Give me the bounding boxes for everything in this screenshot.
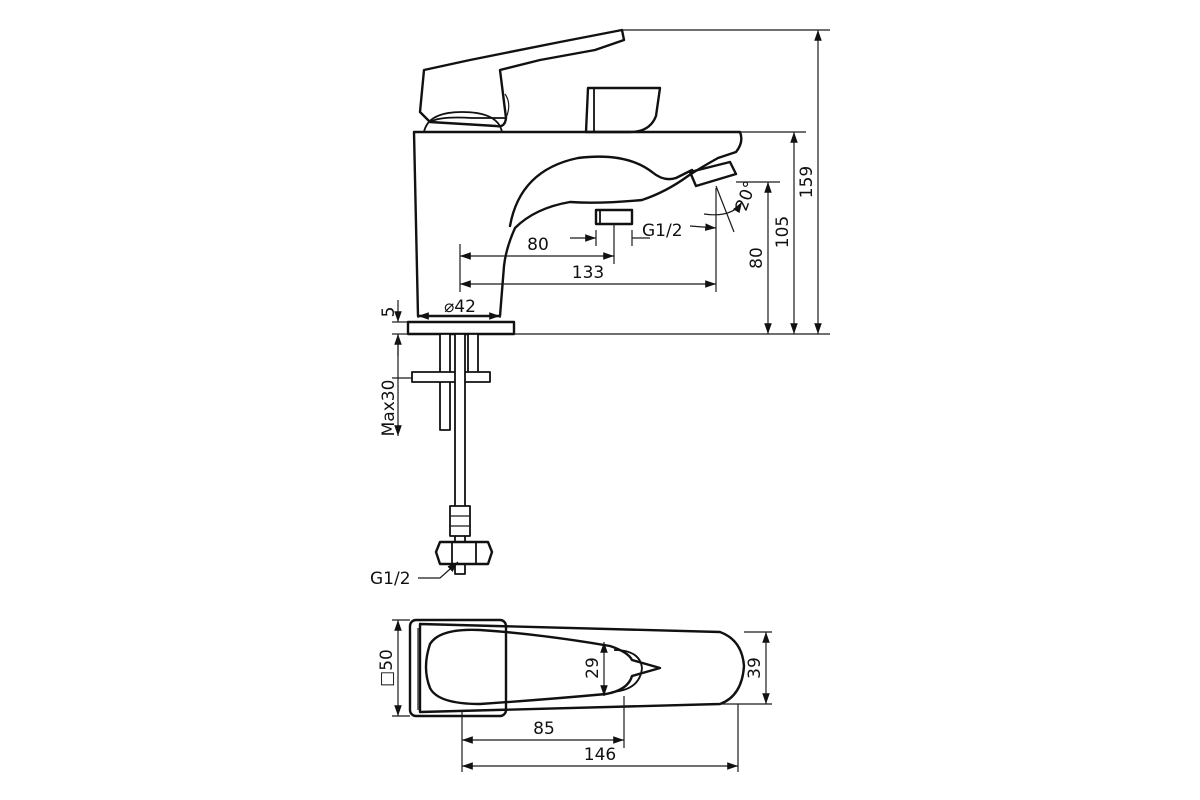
top-handle — [424, 628, 662, 706]
base-square-label: □50 — [377, 649, 397, 687]
spout-thread-label: G1/2 — [642, 221, 683, 241]
dim-total-length: 146 — [584, 745, 616, 765]
side-dimensions: 159 105 80 80 133 G1/2 20° ⌀42 — [370, 29, 830, 589]
base-thickness-label: 5 — [379, 307, 399, 318]
spout-tip — [688, 160, 738, 188]
aerator — [594, 208, 634, 226]
body-width-label: 39 — [745, 657, 765, 679]
lever-handle — [418, 28, 626, 128]
dim-handle-reach: 85 — [533, 719, 555, 739]
base-square-outline — [408, 618, 508, 718]
side-view — [406, 28, 743, 575]
inlet-thread-label: G1/2 — [370, 569, 411, 589]
dim-spout-reach: 133 — [572, 263, 604, 283]
cartridge-knob — [584, 86, 662, 134]
lever-base — [423, 111, 503, 133]
base-plate — [406, 320, 516, 336]
dim-spout-center: 80 — [527, 235, 549, 255]
handle-width-label: 29 — [583, 657, 603, 679]
lever-cap — [429, 116, 506, 123]
mounting-assembly — [411, 333, 494, 575]
top-dimensions: □50 29 39 85 146 — [377, 619, 772, 772]
diameter-label: ⌀42 — [444, 297, 476, 317]
top-body-outline — [418, 622, 746, 714]
angle-label: 20° — [732, 179, 761, 214]
dim-spout-height: 80 — [747, 247, 767, 269]
max-mount-label: Max30 — [379, 380, 399, 437]
dim-total-height: 159 — [797, 166, 817, 198]
dim-body-height: 105 — [773, 216, 793, 248]
top-view — [408, 618, 746, 718]
faucet-body — [412, 130, 743, 318]
